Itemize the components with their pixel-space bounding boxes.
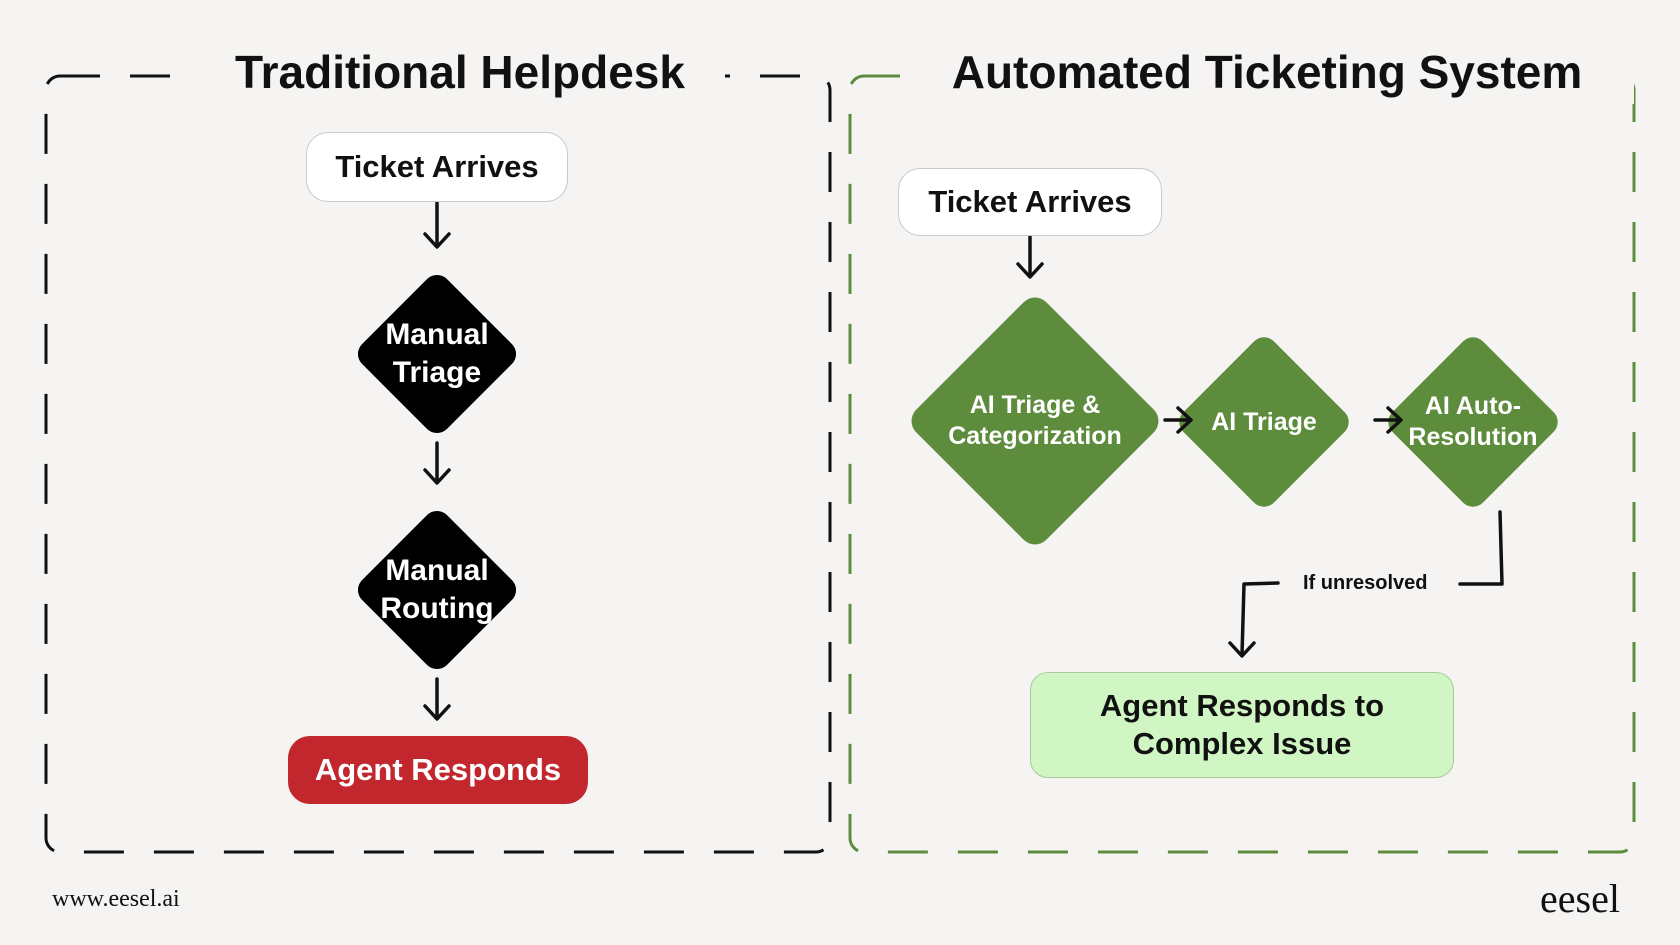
left-panel-title: Traditional Helpdesk (195, 40, 725, 104)
footer-url[interactable]: www.eesel.ai (52, 886, 180, 912)
right-ticket-arrives-node[interactable]: Ticket Arrives (898, 168, 1162, 236)
agent-responds-node[interactable]: Agent Responds (288, 736, 588, 804)
if-unresolved-label: If unresolved (1303, 572, 1428, 595)
manual-triage-diamond[interactable] (352, 269, 522, 439)
ai-auto-resolution-diamond[interactable] (1382, 331, 1563, 512)
ai-triage-categorization-diamond[interactable] (905, 291, 1165, 551)
ai-triage-diamond[interactable] (1173, 331, 1354, 512)
agent-responds-complex-node[interactable]: Agent Responds to Complex Issue (1030, 672, 1454, 778)
manual-routing-diamond[interactable] (352, 505, 522, 675)
right-arrows (1016, 235, 1504, 658)
right-panel-title: Automated Ticketing System (900, 40, 1634, 104)
brand-logo: eesel (1540, 876, 1620, 921)
left-ticket-arrives-node[interactable]: Ticket Arrives (306, 132, 568, 202)
left-arrows (423, 201, 451, 721)
